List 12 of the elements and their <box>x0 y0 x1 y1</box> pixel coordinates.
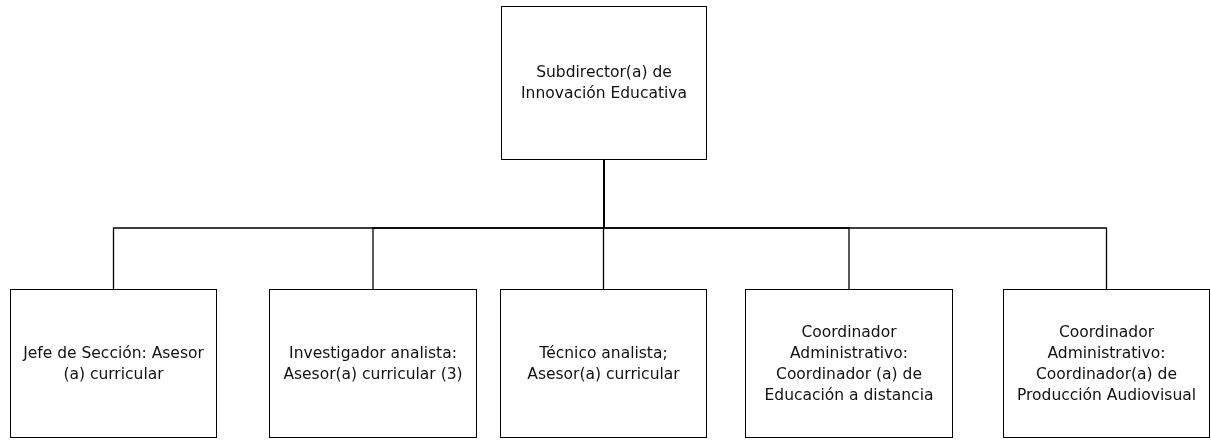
position-title: Jefe de Sección: Asesor (a) curricular <box>21 342 205 385</box>
position-box <box>10 289 217 438</box>
position-box <box>500 289 707 438</box>
position-title: Coordinador Administrativo: Coordinador (a) de Educación a distancia <box>763 321 935 406</box>
position-box <box>745 289 953 438</box>
position-box <box>1003 289 1210 438</box>
position-title: Subdirector(a) de Innovación Educativa <box>520 62 688 104</box>
position-title: Coordinador Administrativo: Coordinador(a) de Producción Audiovisual <box>1015 321 1198 406</box>
position-title: Técnico analista; Asesor(a) curricular <box>526 342 681 385</box>
position-box <box>269 289 477 438</box>
position-box <box>501 6 707 160</box>
position-title: Investigador analista: Asesor(a) curricular (3) <box>282 342 464 385</box>
